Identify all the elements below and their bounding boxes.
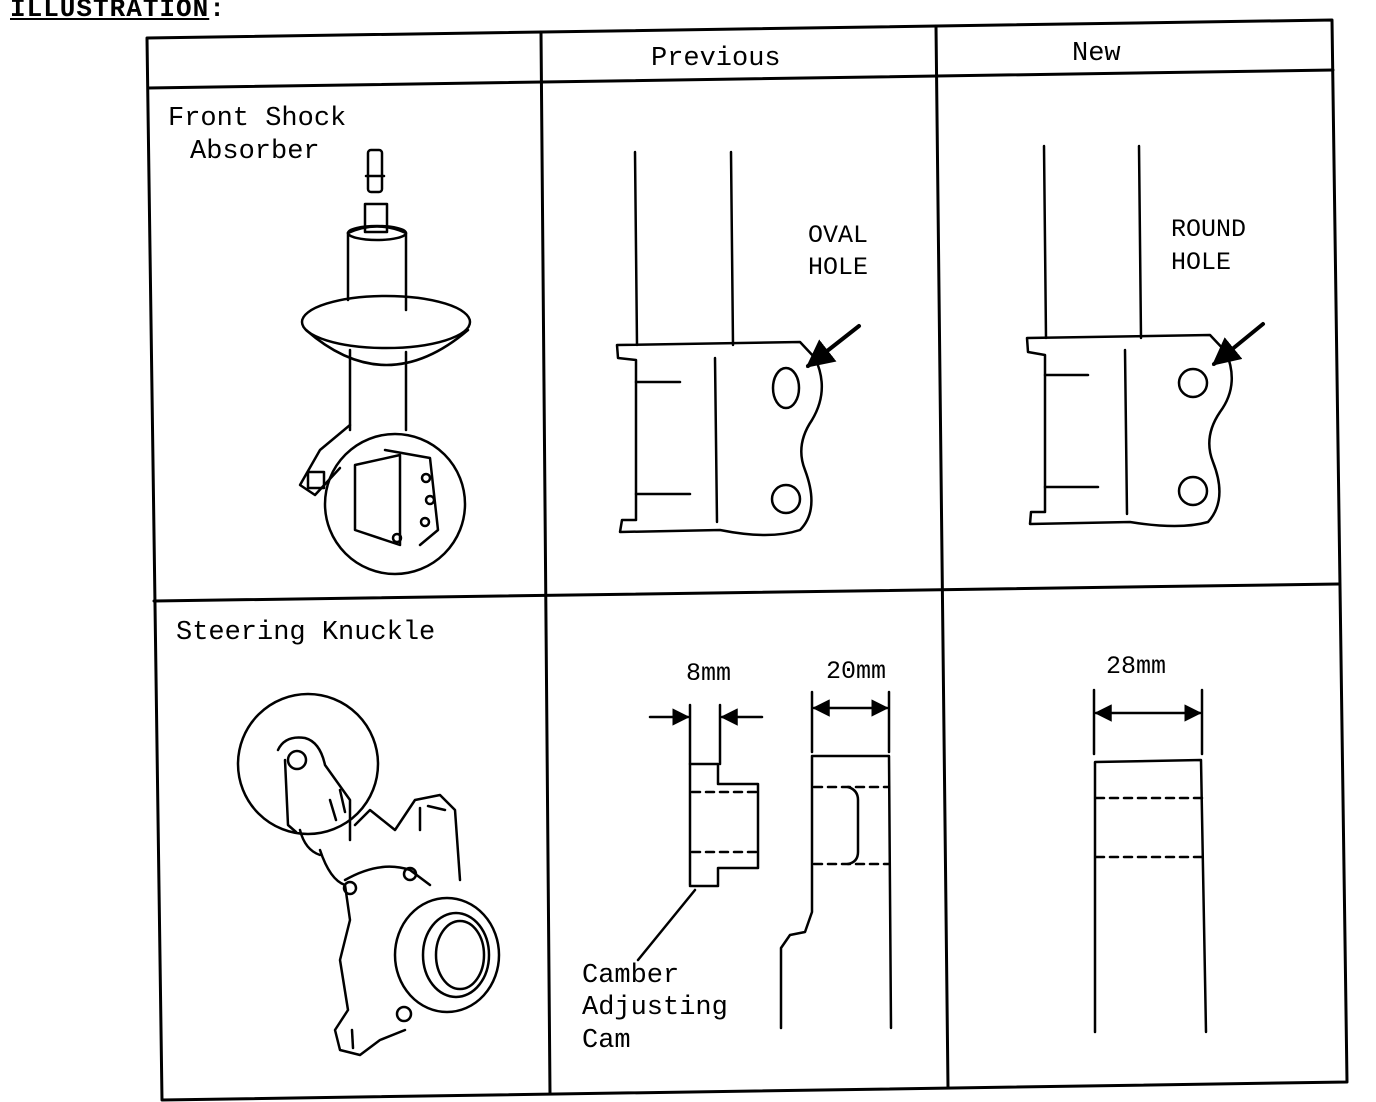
dimension-28mm: 28mm <box>1106 652 1167 681</box>
previous-bracket-drawing <box>615 150 861 537</box>
previous-cam-drawing <box>636 690 893 1030</box>
column-header-new: New <box>1072 39 1121 69</box>
shock-absorber-drawing <box>298 148 472 576</box>
new-bracket-drawing <box>1025 144 1265 528</box>
column-header-previous: Previous <box>651 44 781 74</box>
round-hole-label-line2: HOLE <box>1171 248 1232 277</box>
cam-label-line3: Cam <box>582 1026 631 1056</box>
heading-text: ILLUSTRATION <box>10 0 210 24</box>
cam-label-line2: Adjusting <box>582 993 728 1023</box>
cam-label-line1: Camber <box>582 961 680 991</box>
table-grid <box>145 18 1349 1102</box>
new-cam-drawing <box>1092 688 1208 1034</box>
row-label-knuckle: Steering Knuckle <box>176 618 436 648</box>
row-label-shock-line1: Front Shock <box>168 104 347 134</box>
round-hole-label-line1: ROUND <box>1171 215 1247 244</box>
steering-knuckle-drawing <box>236 692 501 1057</box>
page-heading: ILLUSTRATION: <box>10 0 226 24</box>
dimension-8mm: 8mm <box>686 659 732 688</box>
oval-hole-label-line2: HOLE <box>808 253 869 282</box>
row-label-shock-line2: Absorber <box>190 137 320 167</box>
heading-colon: : <box>209 0 226 24</box>
dimension-20mm: 20mm <box>826 657 887 686</box>
oval-hole-label-line1: OVAL <box>808 221 869 250</box>
